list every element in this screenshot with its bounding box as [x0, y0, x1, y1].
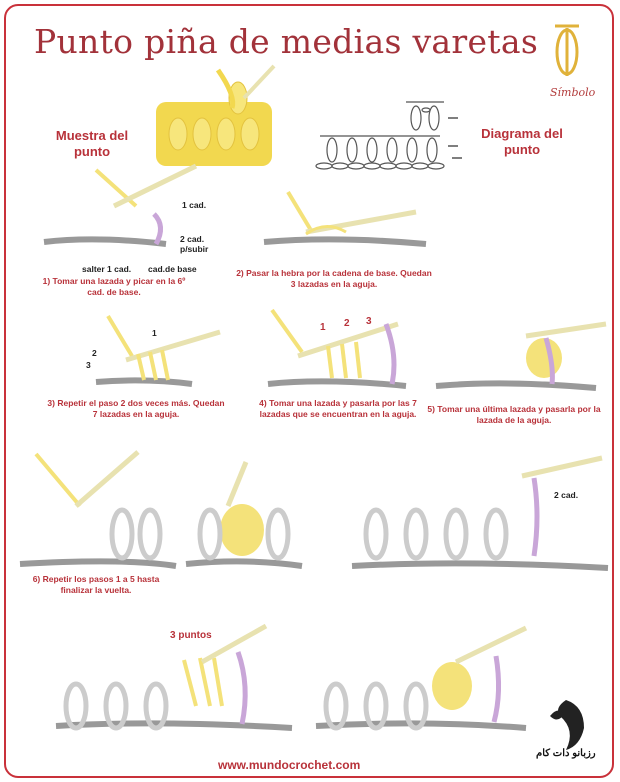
label-3-puntos: 3 puntos	[170, 630, 212, 641]
instruction-card: Punto piña de medias varetas	[4, 4, 614, 778]
caption-step-6: 6) Repetir los pasos 1 a 5 hasta finaliz…	[32, 574, 160, 595]
caption-step-2: 2) Pasar la hebra por la cadena de base.…	[236, 268, 432, 289]
sample-label: Muestra del punto	[55, 128, 129, 159]
step-5-drawing	[435, 321, 607, 391]
watermark-logo-icon	[550, 700, 584, 750]
page-title: Punto piña de medias varetas	[34, 22, 539, 61]
caption-step-4: 4) Tomar una lazada y pasarla por las 7 …	[259, 398, 417, 419]
step-3-drawing	[95, 314, 221, 387]
label-step4-n1: 1	[320, 322, 326, 333]
illustrations	[19, 24, 609, 750]
label-n3: 3	[86, 360, 91, 370]
footer-url[interactable]: www.mundocrochet.com	[218, 758, 361, 772]
label-step4-n2: 2	[344, 318, 350, 329]
step-2-drawing	[263, 190, 427, 247]
diagram-label: Diagrama del punto	[481, 126, 563, 157]
watermark-text: رزبانو دات کام	[536, 748, 596, 759]
symbol-label: Símbolo	[550, 86, 596, 99]
caption-step-5: 5) Tomar una última lazada y pasarla por…	[427, 404, 601, 425]
label-n2: 2	[92, 348, 97, 358]
caption-step-3: 3) Repetir el paso 2 dos veces más. Qued…	[47, 398, 225, 419]
step-4-drawing	[267, 308, 407, 389]
label-n1: 1	[152, 328, 157, 338]
label-2-cad-subir: 2 cad. p/subir	[180, 234, 209, 254]
label-1-cad: 1 cad.	[182, 200, 207, 210]
label-2-cad: 2 cad.	[554, 490, 579, 500]
step-9-drawing	[55, 623, 293, 731]
step-10-drawing	[315, 625, 528, 731]
symbol-icon	[555, 24, 579, 76]
label-salter: salter 1 cad.	[82, 264, 132, 274]
caption-step-1: 1) Tomar una lazada y picar en la 6º cad…	[42, 276, 186, 297]
label-cad-base: cad.de base	[148, 264, 197, 274]
step-6-drawing	[19, 450, 177, 569]
stitch-sample-swatch	[156, 64, 276, 166]
step-8-drawing	[351, 455, 609, 571]
step-7-drawing	[185, 461, 303, 569]
label-step4-n3: 3	[366, 316, 372, 327]
step-1-drawing	[43, 163, 198, 247]
stitch-diagram	[315, 101, 462, 170]
